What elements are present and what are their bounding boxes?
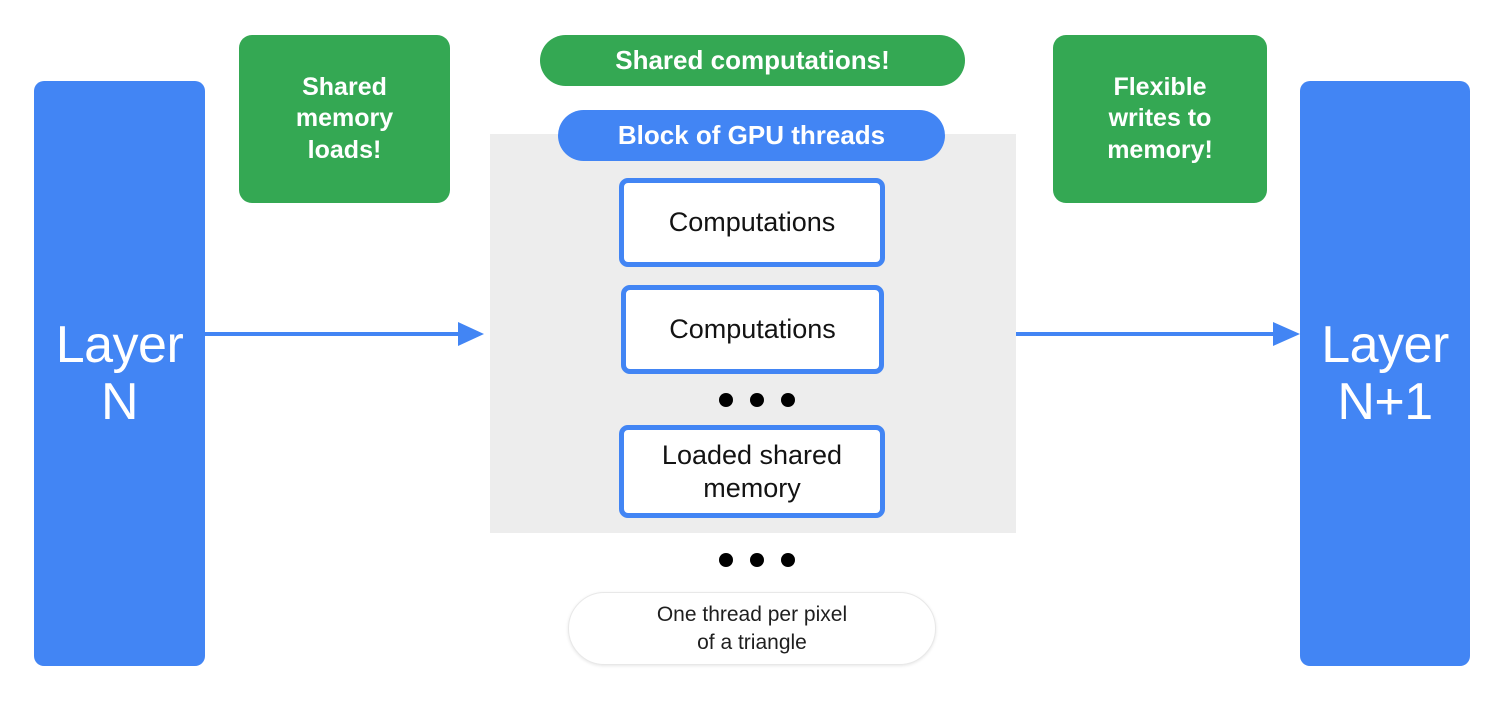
layer-n-label: Layer N bbox=[55, 316, 184, 431]
dot bbox=[719, 393, 733, 407]
thread-box-computations-1: Computations bbox=[619, 178, 885, 267]
layer-n-block: Layer N bbox=[34, 81, 205, 666]
pill-block-of-gpu-threads: Block of GPU threads bbox=[558, 110, 945, 161]
thread-box-label: Computations bbox=[669, 314, 836, 345]
thread-box-label: Computations bbox=[668, 207, 836, 238]
callout-flexible-writes-to-memory-label: Flexible writes to memory! bbox=[1107, 72, 1213, 164]
arrow-layer-n-to-block bbox=[205, 322, 484, 346]
thread-box-computations-2: Computations bbox=[621, 285, 884, 374]
pill-one-thread-per-pixel: One thread per pixel of a triangle bbox=[568, 592, 936, 665]
dot bbox=[719, 553, 733, 567]
pill-shared-computations-label: Shared computations! bbox=[615, 45, 890, 75]
callout-flexible-writes-to-memory: Flexible writes to memory! bbox=[1053, 35, 1267, 203]
thread-box-label: Loaded shared memory bbox=[661, 439, 843, 503]
ellipsis-dots-outer bbox=[719, 553, 795, 567]
callout-shared-memory-loads: Shared memory loads! bbox=[239, 35, 450, 203]
dot bbox=[750, 553, 764, 567]
dot bbox=[781, 553, 795, 567]
callout-shared-memory-loads-label: Shared memory loads! bbox=[295, 72, 394, 164]
layer-n-plus-1-label: Layer N+1 bbox=[1321, 316, 1449, 431]
pill-shared-computations: Shared computations! bbox=[540, 35, 965, 86]
dot bbox=[750, 393, 764, 407]
ellipsis-dots-inner bbox=[719, 393, 795, 407]
dot bbox=[781, 393, 795, 407]
thread-box-loaded-shared-memory: Loaded shared memory bbox=[619, 425, 885, 518]
layer-n-plus-1-block: Layer N+1 bbox=[1300, 81, 1470, 666]
arrow-block-to-layer-n1 bbox=[1016, 322, 1300, 346]
pill-one-thread-per-pixel-label: One thread per pixel of a triangle bbox=[656, 602, 848, 654]
pill-block-of-gpu-threads-label: Block of GPU threads bbox=[617, 120, 886, 150]
